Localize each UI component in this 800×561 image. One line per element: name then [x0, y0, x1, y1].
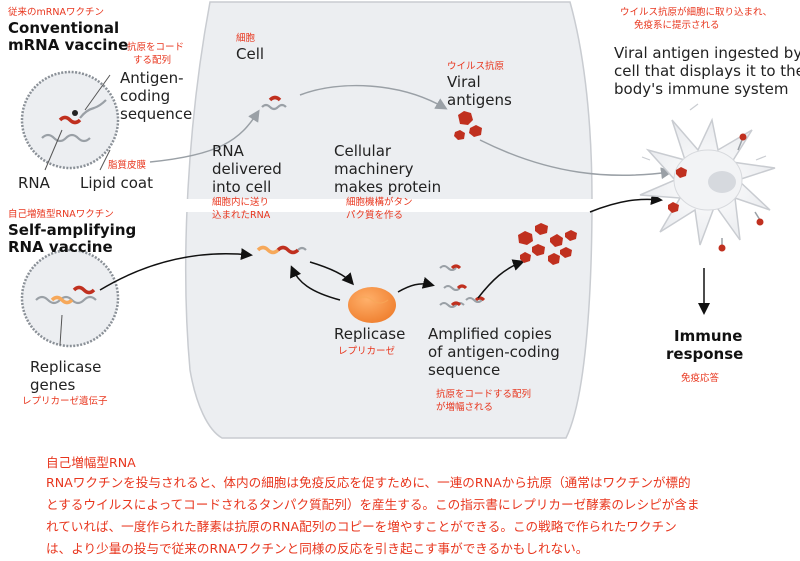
- arrow-replicase-to-copies: [397, 276, 435, 293]
- conventional-jp-title: 従来のmRNAワクチン: [8, 7, 104, 18]
- conventional-jp-antigen-code-1: 抗原をコード: [127, 42, 185, 53]
- replicase-jp: レプリカーゼ: [338, 346, 396, 357]
- antigen-coding-line1: Antigen-: [120, 69, 184, 87]
- antigen-coding-line2: coding: [120, 87, 171, 105]
- antigen-presenting-cell: [639, 103, 776, 252]
- amplified-line1: Amplified copies: [428, 325, 552, 343]
- lipid-coat-label: Lipid coat: [80, 174, 154, 192]
- arrow-rna-to-antigens: [299, 84, 448, 110]
- immune-response-line1: Immune: [674, 327, 743, 345]
- rna-delivered-line3: into cell: [212, 178, 272, 196]
- amplified-copies: [439, 264, 486, 308]
- self-amplifying-title-line1: Self-amplifying: [8, 221, 137, 239]
- replicase-label: Replicase: [334, 325, 406, 343]
- viral-antigens-bottom: [518, 223, 577, 265]
- arrow-replicase-to-rna: [290, 265, 341, 301]
- ingested-jp-1: ウイルス抗原が細胞に取り込まれ、: [620, 7, 773, 18]
- arrow-sa-into-cell: [99, 248, 253, 291]
- ingested-jp-2: 免疫系に提示される: [634, 20, 720, 31]
- viral-antigens-line1: Viral: [447, 73, 481, 91]
- machinery-jp-1: 細胞機構がタン: [346, 197, 413, 208]
- self-amplifying-vaccine-particle: [20, 248, 120, 348]
- arrow-antigens-to-dc-bottom: [589, 193, 663, 213]
- rna-delivered-line1: RNA: [212, 142, 244, 160]
- amplified-line3: sequence: [428, 361, 501, 379]
- rna-label: RNA: [18, 174, 50, 192]
- conventional-jp-antigen-code-2: する配列: [133, 55, 172, 66]
- viral-antigens-line2: antigens: [447, 91, 512, 109]
- cell-label: Cell: [236, 45, 265, 63]
- rna-delivered-jp-2: 込まれたRNA: [212, 210, 271, 221]
- conventional-title-line1: Conventional: [8, 19, 120, 37]
- replicase-genes-jp: レプリカーゼ遺伝子: [22, 396, 108, 407]
- amplified-line2: of antigen-coding: [428, 343, 560, 361]
- conventional-vaccine-particle: [20, 70, 120, 170]
- antigen-coding-line3: sequence: [120, 105, 193, 123]
- conventional-title-line2: mRNA vaccine: [8, 36, 129, 54]
- ingested-line2: cell that displays it to the: [614, 62, 800, 80]
- machinery-line2: machinery: [334, 160, 414, 178]
- footer-line-1: RNAワクチンを投与されると、体内の細胞は免疫反応を促すために、一連のRNAから…: [46, 475, 691, 490]
- immune-response-line2: response: [666, 345, 744, 363]
- replicase-genes-line1: Replicase: [30, 358, 102, 376]
- self-amplifying-jp-title: 自己増殖型RNAワクチン: [8, 209, 114, 220]
- machinery-line1: Cellular: [334, 142, 392, 160]
- rna-delivered-jp-1: 細胞内に送り: [212, 197, 270, 208]
- conventional-jp-lipid: 脂質皮膜: [108, 160, 147, 171]
- machinery-jp-2: パク質を作る: [346, 210, 404, 221]
- machinery-line3: makes protein: [334, 178, 442, 196]
- footer-line-3: れていれば、一度作られた酵素は抗原のRNA配列のコピーを増やすことができる。この…: [46, 519, 677, 534]
- rna-strand-sa: [256, 245, 307, 255]
- replicase-enzyme: [348, 287, 396, 323]
- replicase-genes-line2: genes: [30, 376, 76, 394]
- viral-antigens-top: [454, 111, 482, 140]
- arrow-rna-to-replicase: [309, 261, 354, 286]
- arrow-antigens-to-dc: [479, 139, 673, 180]
- cell-jp-label: 細胞: [236, 33, 256, 44]
- immune-response-jp: 免疫応答: [681, 373, 720, 384]
- self-amplifying-title-line2: RNA vaccine: [8, 238, 113, 256]
- arrow-conventional-into-cell: [149, 109, 260, 163]
- amplified-jp-2: が増幅される: [436, 402, 494, 413]
- ingested-line1: Viral antigen ingested by: [614, 44, 800, 62]
- footer-line-4: は、より少量の投与で従来のRNAワクチンと同様の反応を引き起こす事ができるかもし…: [46, 541, 589, 556]
- footer-heading: 自己増幅型RNA: [46, 455, 136, 470]
- amplified-jp-1: 抗原をコードする配列: [436, 389, 532, 400]
- rna-strand-top: [261, 103, 287, 111]
- ingested-line3: body's immune system: [614, 80, 789, 98]
- pathway-divider: [170, 199, 800, 212]
- arrow-copies-to-antigens: [477, 259, 525, 299]
- viral-antigens-jp: ウイルス抗原: [447, 61, 505, 72]
- footer-line-2: とするウイルスによってコードされるタンパク質配列）を産生する。この指示書にレプリ…: [46, 497, 700, 512]
- rna-delivered-line2: delivered: [212, 160, 282, 178]
